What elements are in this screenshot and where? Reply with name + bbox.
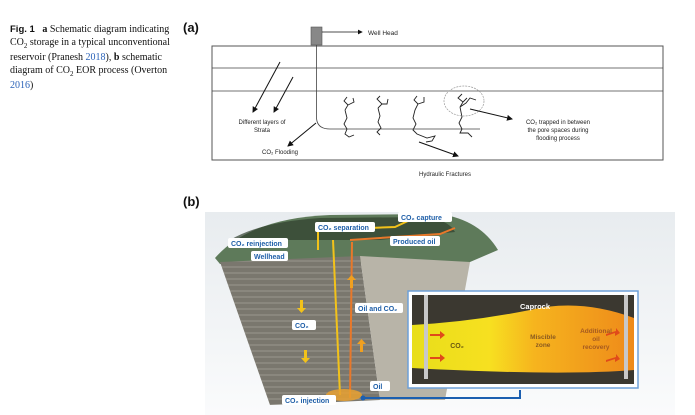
strata-label: Different layers of: [239, 120, 286, 126]
inset-co2-label: CO₂: [450, 343, 464, 350]
recovery-label: Additional: [580, 328, 612, 335]
produced-oil-label: Produced oil: [393, 239, 435, 246]
trapped-label: the pore spaces during: [527, 128, 588, 134]
reservoir-box: [211, 45, 664, 161]
panel-a-label: (a): [183, 20, 199, 35]
reservoir-zone: [412, 305, 634, 373]
caption-text-a2: storage in a typical unconventional rese…: [10, 36, 170, 64]
reservoir-inset: Caprock CO₂ Miscible zone Additional oil…: [407, 290, 639, 389]
ref-link-2016[interactable]: 2016: [10, 80, 30, 92]
oil-label: Oil: [373, 384, 382, 391]
ref-link-2018[interactable]: 2018: [85, 52, 106, 64]
caption-text-a: Schematic diagram indicating CO: [10, 24, 170, 48]
pipelines: [317, 219, 456, 399]
subscript: 2: [23, 41, 28, 50]
connector-dot: [360, 395, 366, 401]
caption-text-b: schematic diagram of CO: [10, 52, 162, 76]
label-box: [355, 303, 403, 313]
part-b-letter: b: [113, 52, 120, 64]
arrow: [273, 76, 294, 113]
label-box: [390, 236, 440, 246]
co2-capture-label: CO₂ capture: [401, 215, 442, 222]
miscible-label: zone: [536, 342, 551, 349]
fractures-label: Hydraulic Fractures: [419, 172, 471, 178]
production-well: [624, 295, 628, 379]
arrow: [418, 141, 459, 158]
arrow: [469, 108, 513, 121]
pore-circle: [443, 85, 485, 117]
label-box: [251, 251, 288, 261]
caption-text: ),: [105, 52, 114, 64]
trapped-label: CO₂ trapped in between: [526, 120, 590, 126]
recovery-label: oil: [592, 336, 600, 343]
figure-caption: Fig. 1 a Schematic diagram indicating CO…: [10, 24, 175, 93]
well-head-label: Well Head: [368, 30, 398, 37]
hydraulic-fractures: [343, 93, 477, 143]
strata-label: Strata: [254, 128, 271, 134]
figure-number: Fig. 1: [10, 24, 35, 35]
label-box: [228, 238, 288, 248]
oil-and-co2-label: Oil and CO₂: [358, 306, 397, 313]
subscript: 2: [70, 69, 74, 78]
panel-a-diagram: Well Head Different layers of Strata CO₂…: [211, 26, 664, 178]
wellbore: [316, 45, 480, 130]
label-box: [282, 395, 336, 405]
co2-injection-label: CO₂ injection: [285, 398, 329, 405]
part-a-letter: a: [42, 24, 48, 35]
caption-text-b2: EOR process (: [73, 64, 135, 76]
arrow: [287, 122, 317, 147]
wellhead-icon: [310, 26, 323, 46]
arrow: [252, 61, 281, 113]
recovery-label: recovery: [582, 344, 609, 351]
flow-arrows: [297, 275, 366, 363]
label-box: [315, 222, 375, 232]
injection-well: [424, 295, 428, 379]
co2-label: CO₂: [295, 323, 309, 330]
label-box: [292, 320, 316, 330]
ref-author: Overton: [134, 64, 168, 76]
rock-cutaway: [220, 256, 380, 405]
caprock-label: Caprock: [520, 302, 551, 311]
label-box: [398, 212, 452, 222]
miscible-label: Miscible: [530, 334, 556, 341]
trapped-label: flooding process: [536, 136, 580, 142]
co2-flooding-label: CO₂ Flooding: [262, 150, 298, 156]
connector-line: [363, 390, 521, 399]
co2-separation-label: CO₂ separation: [318, 225, 369, 232]
caption-text: ): [30, 80, 34, 92]
wellhead-label: Wellhead: [254, 254, 285, 261]
label-box: [370, 381, 390, 391]
panel-b-label: (b): [183, 194, 200, 209]
panel-b-illustration: CO₂ capture CO₂ separation CO₂ reinjecti…: [205, 212, 675, 415]
co2-reinjection-label: CO₂ reinjection: [231, 241, 282, 248]
ref-author: Pranesh: [51, 52, 86, 64]
